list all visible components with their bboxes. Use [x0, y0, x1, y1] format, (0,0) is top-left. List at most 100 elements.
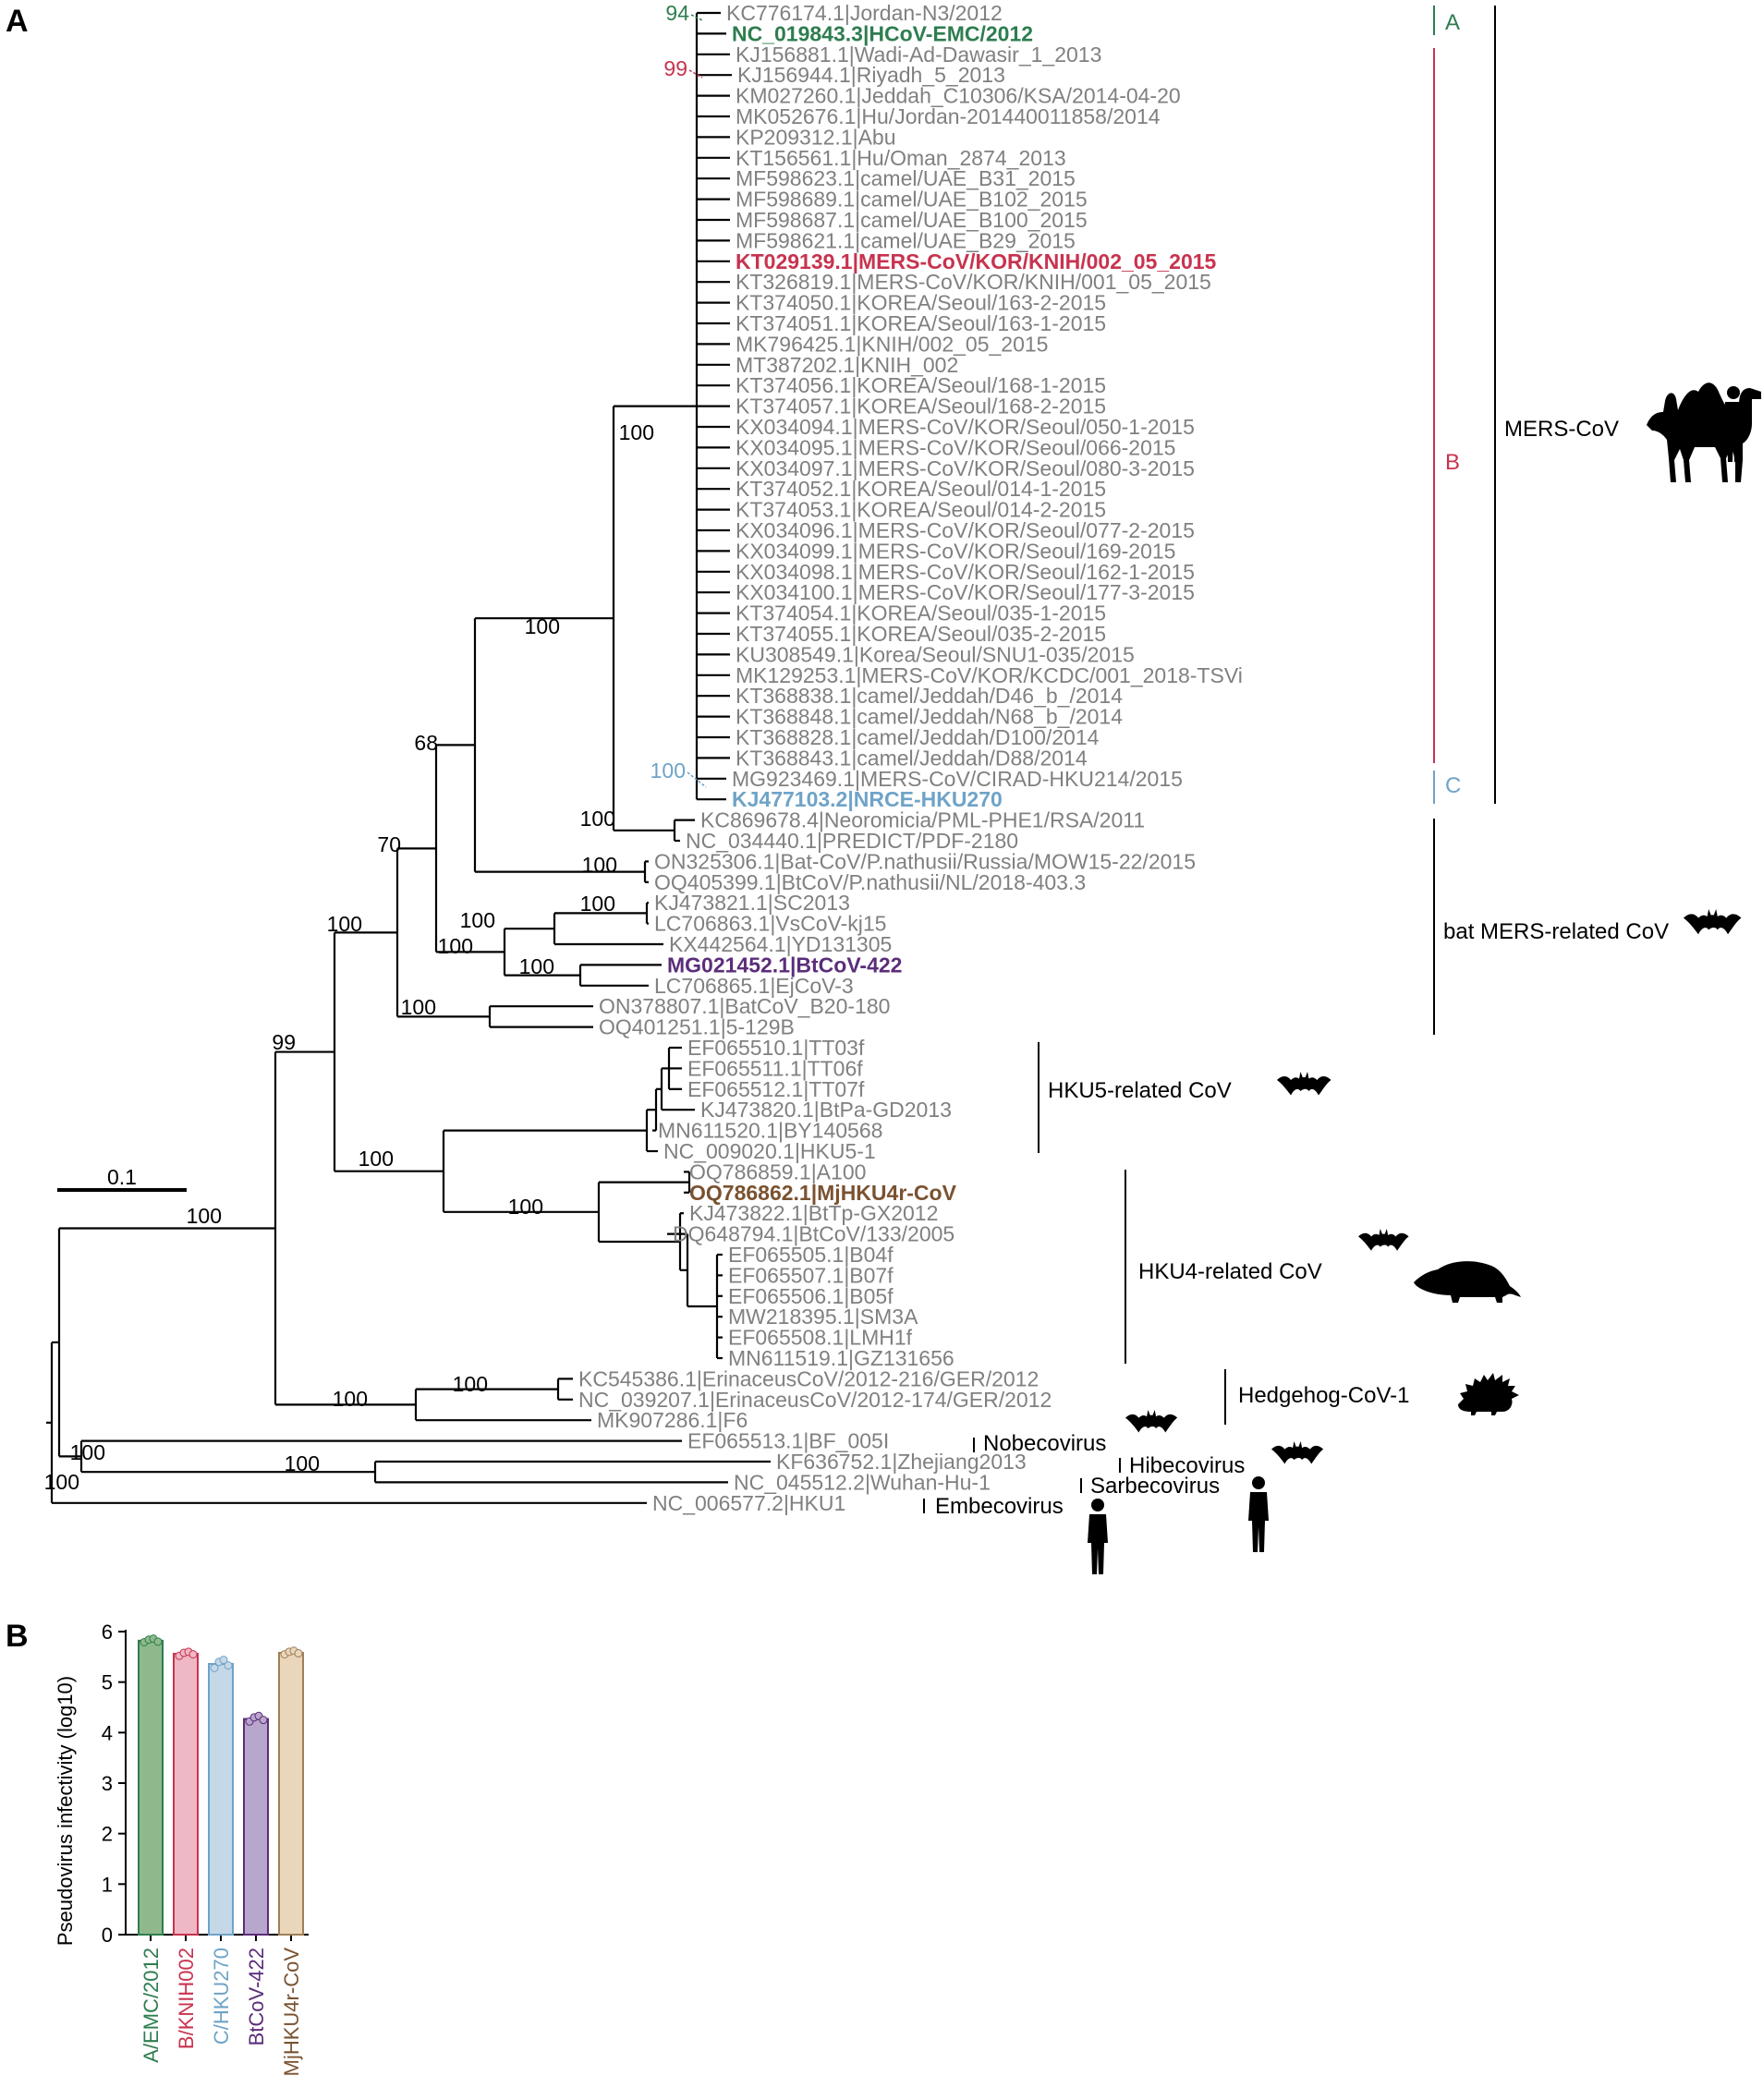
bootstrap-value: 100 [619, 420, 654, 444]
bootstrap-value: 100 [438, 934, 473, 958]
support-leader [690, 14, 703, 21]
bootstrap-value: 100 [285, 1451, 320, 1475]
bootstrap-value: 99 [272, 1030, 296, 1054]
bar [243, 1718, 269, 1936]
tree-leaf-label: EF065513.1|BF_005I [687, 1429, 889, 1453]
scale-bar-label: 0.1 [107, 1165, 137, 1189]
phylogenetic-tree: KC776174.1|Jordan-N3/2012NC_019843.3|HCo… [44, 1, 1761, 1574]
bat-icon [1684, 909, 1742, 935]
bootstrap-value: 100 [519, 954, 554, 978]
tree-leaf-label: KP209312.1|Abu [736, 125, 896, 149]
tree-leaf-label: KJ156881.1|Wadi-Ad-Dawasir_1_2013 [736, 42, 1101, 67]
tree-leaf-label: KT374050.1|KOREA/Seoul/163-2-2015 [736, 291, 1106, 315]
tree-leaf-label: KX442564.1|YD131305 [669, 932, 892, 956]
tree-leaf-label: KU308549.1|Korea/Seoul/SNU1-035/2015 [736, 642, 1135, 666]
tree-leaf-label: ON378807.1|BatCoV_B20-180 [599, 994, 890, 1018]
tree-leaf-label: KF636752.1|Zhejiang2013 [776, 1450, 1027, 1474]
tree-leaf-label: MG021452.1|BtCoV-422 [667, 953, 902, 977]
bootstrap-value: 100 [70, 1440, 105, 1464]
bootstrap-value: 100 [580, 807, 615, 831]
tree-leaf-label: OQ786859.1|A100 [689, 1159, 866, 1184]
tree-leaf-label: KX034100.1|MERS-CoV/KOR/Seoul/177-3-2015 [736, 580, 1195, 604]
tree-leaf-label: DQ648794.1|BtCoV/133/2005 [673, 1222, 954, 1246]
bat-icon [1358, 1229, 1409, 1251]
bootstrap-value: 100 [508, 1195, 543, 1219]
tree-leaf-label: LC706863.1|VsCoV-kj15 [654, 912, 886, 936]
x-category-label: B/KNIH002 [175, 1948, 198, 2049]
y-tick-label: 6 [102, 1621, 113, 1644]
hedgehog-icon [1458, 1373, 1519, 1415]
bootstrap-value: 100 [333, 1387, 368, 1411]
person-icon [1248, 1476, 1269, 1552]
y-tick-label: 2 [102, 1823, 113, 1846]
bar-chart-y-axis-label: Pseudovirus infectivity (log10) [54, 1676, 77, 1946]
person-icon [1088, 1499, 1108, 1574]
subclade-b-label: B [1445, 450, 1460, 475]
bat-icon [1277, 1072, 1331, 1096]
clade-label-embecovirus: Embecovirus [935, 1494, 1064, 1519]
tree-leaf-label: NC_019843.3|HCoV-EMC/2012 [732, 21, 1033, 45]
tree-leaf-label: KJ473820.1|BtPa-GD2013 [700, 1098, 952, 1122]
y-tick-label: 3 [102, 1772, 113, 1795]
subclade-c-label: C [1445, 773, 1461, 798]
tree-leaf-label: MK796425.1|KNIH/002_05_2015 [736, 332, 1048, 356]
tree-branches [46, 11, 771, 1504]
y-tick-label: 1 [102, 1873, 113, 1896]
tree-leaf-label: MN611520.1|BY140568 [658, 1119, 882, 1143]
tree-leaf-label: KT326819.1|MERS-CoV/KOR/KNIH/001_05_2015 [736, 270, 1211, 294]
tree-leaf-label: KT374052.1|KOREA/Seoul/014-1-2015 [736, 477, 1106, 501]
tree-leaf-label: LC706865.1|EjCoV-3 [654, 974, 854, 998]
bar-chart-replicate-points [140, 1634, 303, 1726]
y-tick-label: 5 [102, 1671, 113, 1694]
tree-leaf-label: ON325306.1|Bat-CoV/P.nathusii/Russia/MOW… [654, 849, 1196, 873]
tree-leaf-label: KC869678.4|Neoromicia/PML-PHE1/RSA/2011 [700, 808, 1145, 832]
tree-leaf-label: KC776174.1|Jordan-N3/2012 [726, 1, 1003, 25]
tree-leaf-label: KC545386.1|ErinaceusCoV/2012-216/GER/201… [578, 1366, 1039, 1390]
tree-leaf-label: MT387202.1|KNIH_002 [736, 353, 958, 377]
tree-leaf-label: KT156561.1|Hu/Oman_2874_2013 [736, 146, 1066, 170]
bar-chart-bars [138, 1639, 304, 1936]
tree-leaf-label: KX034099.1|MERS-CoV/KOR/Seoul/169-2015 [736, 539, 1175, 563]
tree-leaf-label: KX034094.1|MERS-CoV/KOR/Seoul/050-1-2015 [736, 415, 1195, 439]
bat-icon [1271, 1441, 1324, 1464]
tree-leaf-label: KJ477103.2|NRCE-HKU270 [732, 787, 1003, 811]
replicate-point [153, 1637, 163, 1646]
replicate-point [219, 1656, 228, 1665]
camel-icon [1647, 382, 1761, 482]
tree-leaf-label: MF598689.1|camel/UAE_B102_2015 [736, 188, 1088, 212]
tree-leaf-label: NC_045512.2|Wuhan-Hu-1 [734, 1470, 991, 1494]
clade-label-hku5: HKU5-related CoV [1048, 1078, 1232, 1103]
bootstrap-value: 100 [187, 1204, 222, 1228]
tree-leaf-label: EF065506.1|B05f [728, 1284, 894, 1308]
tree-leaf-label: NC_034440.1|PREDICT/PDF-2180 [686, 829, 1018, 853]
x-category-label: A/EMC/2012 [140, 1948, 163, 2063]
tree-leaf-label: MN611519.1|GZ131656 [728, 1346, 954, 1370]
tree-leaf-label: KT368848.1|camel/Jeddah/N68_b_/2014 [736, 705, 1123, 729]
x-category-label: MjHKU4r-CoV [280, 1948, 303, 2077]
bootstrap-value: 100 [525, 614, 560, 638]
tree-leaf-label: NC_006577.2|HKU1 [652, 1491, 845, 1515]
tree-leaf-label: EF065511.1|TT06f [687, 1056, 863, 1080]
subclade-a-label: A [1445, 10, 1460, 35]
tree-leaf-label: MK129253.1|MERS-CoV/KOR/KCDC/001_2018-TS… [736, 663, 1243, 687]
tree-leaf-label: KT374053.1|KOREA/Seoul/014-2-2015 [736, 498, 1106, 522]
y-tick-label: 4 [102, 1721, 113, 1744]
tree-leaf-label: KX034097.1|MERS-CoV/KOR/Seoul/080-3-2015 [736, 456, 1195, 480]
pangolin-icon [1414, 1261, 1521, 1303]
tree-leaf-label: MK052676.1|Hu/Jordan-201440011858/2014 [736, 104, 1161, 128]
tree-leaf-label: EF065507.1|B07f [728, 1263, 894, 1287]
tree-leaf-label: OQ401251.1|5-129B [599, 1015, 795, 1039]
bootstrap-value: 100 [327, 912, 362, 936]
tree-leaf-label: KX034098.1|MERS-CoV/KOR/Seoul/162-1-2015 [736, 560, 1195, 584]
bootstrap-value: 94 [665, 1, 689, 25]
replicate-point [294, 1649, 303, 1658]
tree-leaf-labels: KC776174.1|Jordan-N3/2012NC_019843.3|HCo… [578, 1, 1243, 1515]
panel-label-a: A [6, 4, 29, 39]
tree-leaf-label: MG923469.1|MERS-CoV/CIRAD-HKU214/2015 [732, 767, 1183, 791]
clade-label-bat-mers-related: bat MERS-related CoV [1443, 919, 1669, 944]
tree-leaf-label: KT368828.1|camel/Jeddah/D100/2014 [736, 725, 1100, 749]
bar [138, 1639, 164, 1936]
